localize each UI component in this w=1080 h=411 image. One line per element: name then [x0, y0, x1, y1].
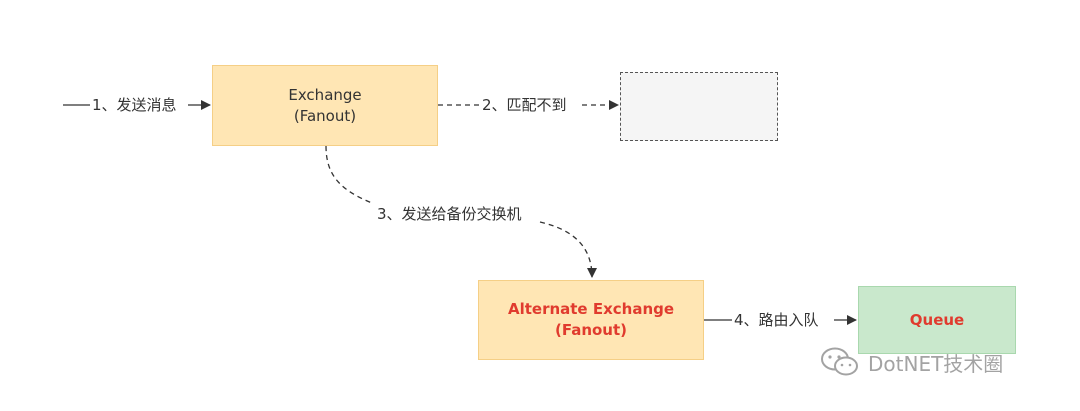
queue-node: Queue	[858, 286, 1016, 354]
edge-backup-label: 3、发送给备份交换机	[376, 205, 523, 223]
queue-title: Queue	[909, 310, 965, 329]
watermark-text: DotNET技术圈	[868, 351, 1004, 376]
edge-route-label: 4、路由入队	[733, 311, 820, 329]
edge-backup-curve-top	[325, 145, 373, 204]
alternate-exchange-node: Alternate Exchange (Fanout)	[478, 280, 704, 360]
unmatched-node	[620, 72, 778, 141]
exchange-type: (Fanout)	[293, 106, 357, 125]
edge-send-label: 1、发送消息	[91, 96, 178, 114]
edge-unmatched-label: 2、匹配不到	[481, 96, 568, 114]
exchange-node: Exchange (Fanout)	[212, 65, 438, 146]
exchange-title: Exchange	[288, 85, 362, 104]
watermark: DotNET技术圈	[820, 346, 1003, 378]
edge-backup-curve-bottom	[539, 221, 597, 278]
alternate-exchange-type: (Fanout)	[554, 321, 628, 339]
wechat-icon	[821, 347, 858, 376]
alternate-exchange-title: Alternate Exchange	[507, 300, 675, 318]
